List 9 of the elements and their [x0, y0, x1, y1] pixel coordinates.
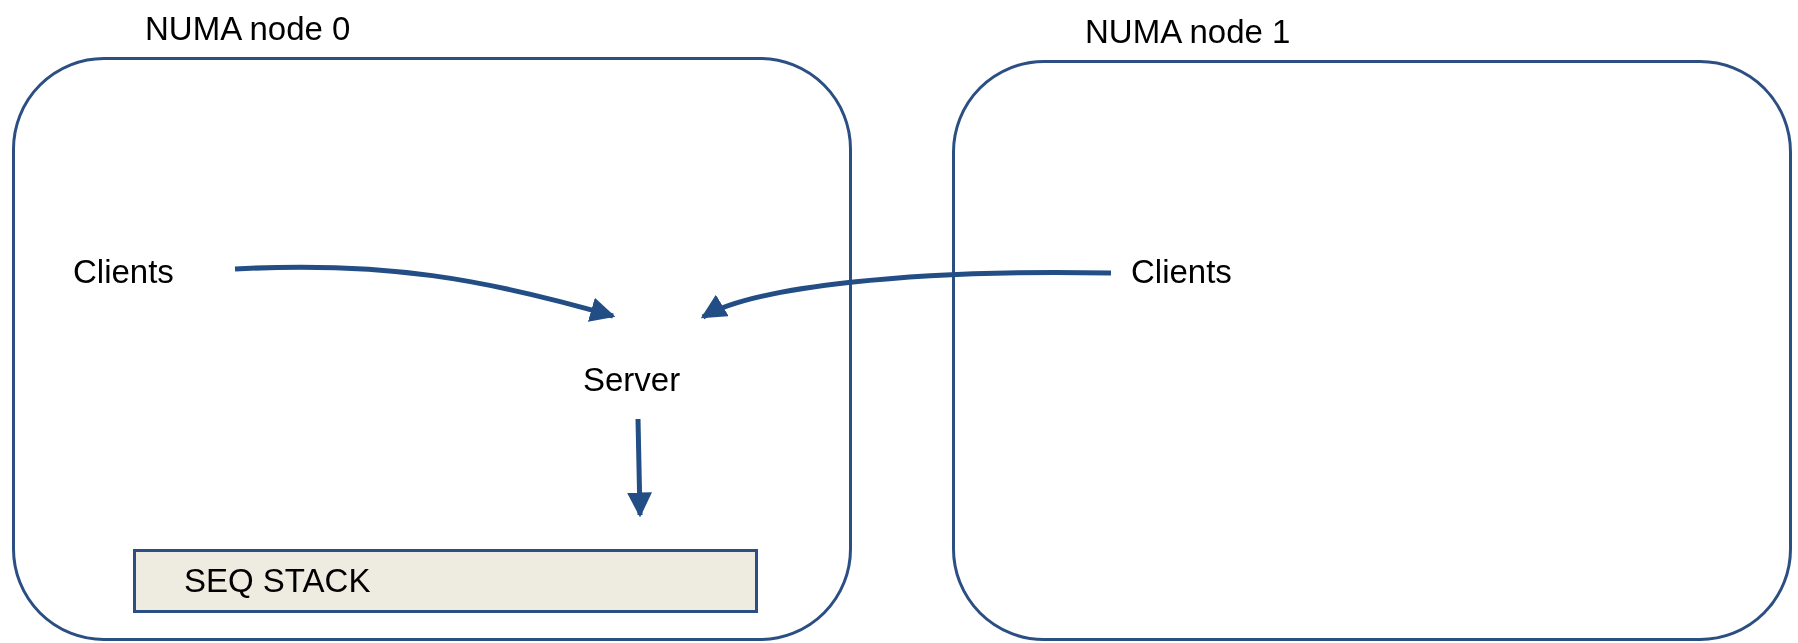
arrow [627, 418, 653, 518]
process-label: Clients [1131, 253, 1232, 291]
node-heading: NUMA node 0 [145, 10, 351, 48]
arrow [700, 269, 1112, 320]
process-label: Server [583, 361, 681, 399]
process-label: Clients [73, 253, 174, 291]
node-heading: NUMA node 1 [1085, 13, 1291, 51]
arrow [234, 264, 616, 322]
memory-bar: SEQ STACK [133, 549, 758, 613]
